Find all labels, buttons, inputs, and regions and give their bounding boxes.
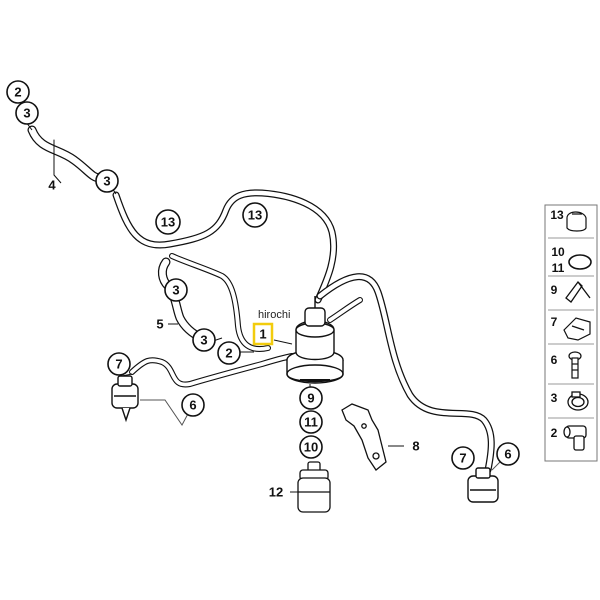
valve-part-1 bbox=[286, 296, 344, 384]
hose-clamp-icon bbox=[567, 391, 589, 411]
callout-3-top: 3 bbox=[15, 101, 39, 125]
svg-text:13: 13 bbox=[248, 208, 262, 223]
legend-row-9: 9 bbox=[551, 281, 591, 303]
watermark-text: hirochi bbox=[258, 309, 290, 321]
svg-text:2: 2 bbox=[225, 346, 232, 361]
legend-row-13: 13 bbox=[550, 208, 587, 232]
label-4: 4 bbox=[48, 178, 56, 193]
svg-text:9: 9 bbox=[551, 283, 558, 297]
callout-6-right: 6 bbox=[496, 442, 520, 466]
callout-6-left: 6 bbox=[181, 393, 205, 417]
callout-2-mid: 2 bbox=[217, 341, 241, 365]
callout-3-a: 3 bbox=[95, 169, 119, 193]
svg-text:10: 10 bbox=[551, 245, 565, 259]
legend-row-10-11: 10 11 bbox=[551, 245, 592, 275]
svg-text:6: 6 bbox=[189, 398, 196, 413]
filter-part-12 bbox=[297, 461, 331, 513]
svg-text:13: 13 bbox=[550, 208, 564, 222]
svg-text:3: 3 bbox=[172, 283, 179, 298]
svg-text:2: 2 bbox=[14, 85, 21, 100]
hairpin-clip-icon bbox=[565, 281, 591, 303]
legend-row-6: 6 bbox=[551, 351, 582, 379]
part-1-highlight-box bbox=[252, 322, 274, 346]
hose-lines bbox=[27, 125, 495, 474]
label-5: 5 bbox=[156, 317, 163, 332]
callout-3-b: 3 bbox=[164, 278, 188, 302]
parts-legend: 13 10 11 9 7 6 bbox=[544, 204, 598, 462]
callout-11: 11 bbox=[299, 410, 323, 434]
clamp-icon bbox=[566, 211, 587, 232]
callout-13-a: 13 bbox=[155, 209, 181, 235]
svg-text:6: 6 bbox=[551, 353, 558, 367]
svg-text:3: 3 bbox=[23, 106, 30, 121]
retaining-clip-icon bbox=[563, 317, 591, 341]
svg-text:11: 11 bbox=[552, 261, 565, 275]
svg-text:7: 7 bbox=[551, 315, 558, 329]
svg-text:6: 6 bbox=[504, 447, 511, 462]
callout-7-left: 7 bbox=[107, 352, 131, 376]
label-8: 8 bbox=[412, 439, 419, 454]
bracket-part-8 bbox=[341, 403, 387, 471]
legend-row-2: 2 bbox=[551, 425, 587, 451]
svg-text:13: 13 bbox=[161, 215, 175, 230]
bolt-icon bbox=[568, 351, 582, 379]
svg-text:2: 2 bbox=[551, 426, 558, 440]
callout-7-right: 7 bbox=[451, 446, 475, 470]
legend-row-7: 7 bbox=[551, 315, 591, 341]
svg-text:1: 1 bbox=[259, 327, 266, 342]
svg-text:3: 3 bbox=[200, 333, 207, 348]
callout-3-c: 3 bbox=[192, 328, 216, 352]
callout-2-top: 2 bbox=[6, 80, 30, 104]
svg-text:3: 3 bbox=[551, 391, 558, 405]
svg-text:7: 7 bbox=[115, 357, 122, 372]
left-connector bbox=[111, 375, 139, 423]
svg-text:11: 11 bbox=[304, 415, 318, 430]
o-ring-icon bbox=[568, 254, 592, 270]
svg-text:3: 3 bbox=[103, 174, 110, 189]
svg-text:7: 7 bbox=[459, 451, 466, 466]
right-connector bbox=[467, 467, 499, 503]
svg-text:9: 9 bbox=[307, 391, 314, 406]
label-12: 12 bbox=[269, 485, 283, 500]
callout-13-b: 13 bbox=[242, 202, 268, 228]
callout-10: 10 bbox=[299, 435, 323, 459]
svg-text:10: 10 bbox=[304, 440, 318, 455]
callout-9: 9 bbox=[299, 386, 323, 410]
callout-1: 1 bbox=[259, 327, 266, 342]
legend-row-3: 3 bbox=[551, 391, 589, 411]
elbow-connector-icon bbox=[563, 425, 587, 451]
